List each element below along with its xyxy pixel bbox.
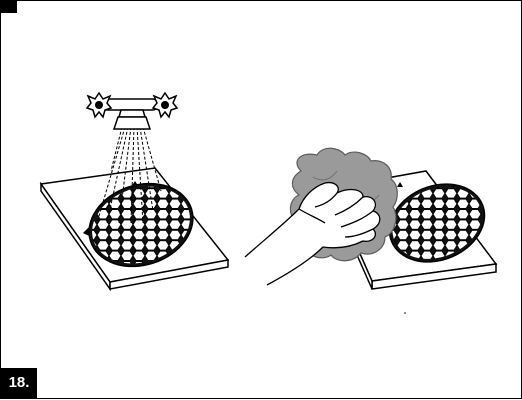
faucet-icon	[85, 91, 179, 130]
corner-mark	[1, 1, 17, 13]
speck	[404, 312, 406, 314]
step-number-badge: 18.	[1, 368, 37, 398]
hand-icon	[244, 181, 381, 286]
water-spray	[96, 126, 162, 224]
rinse-illustration	[39, 91, 230, 292]
wipe-illustration	[244, 147, 498, 314]
